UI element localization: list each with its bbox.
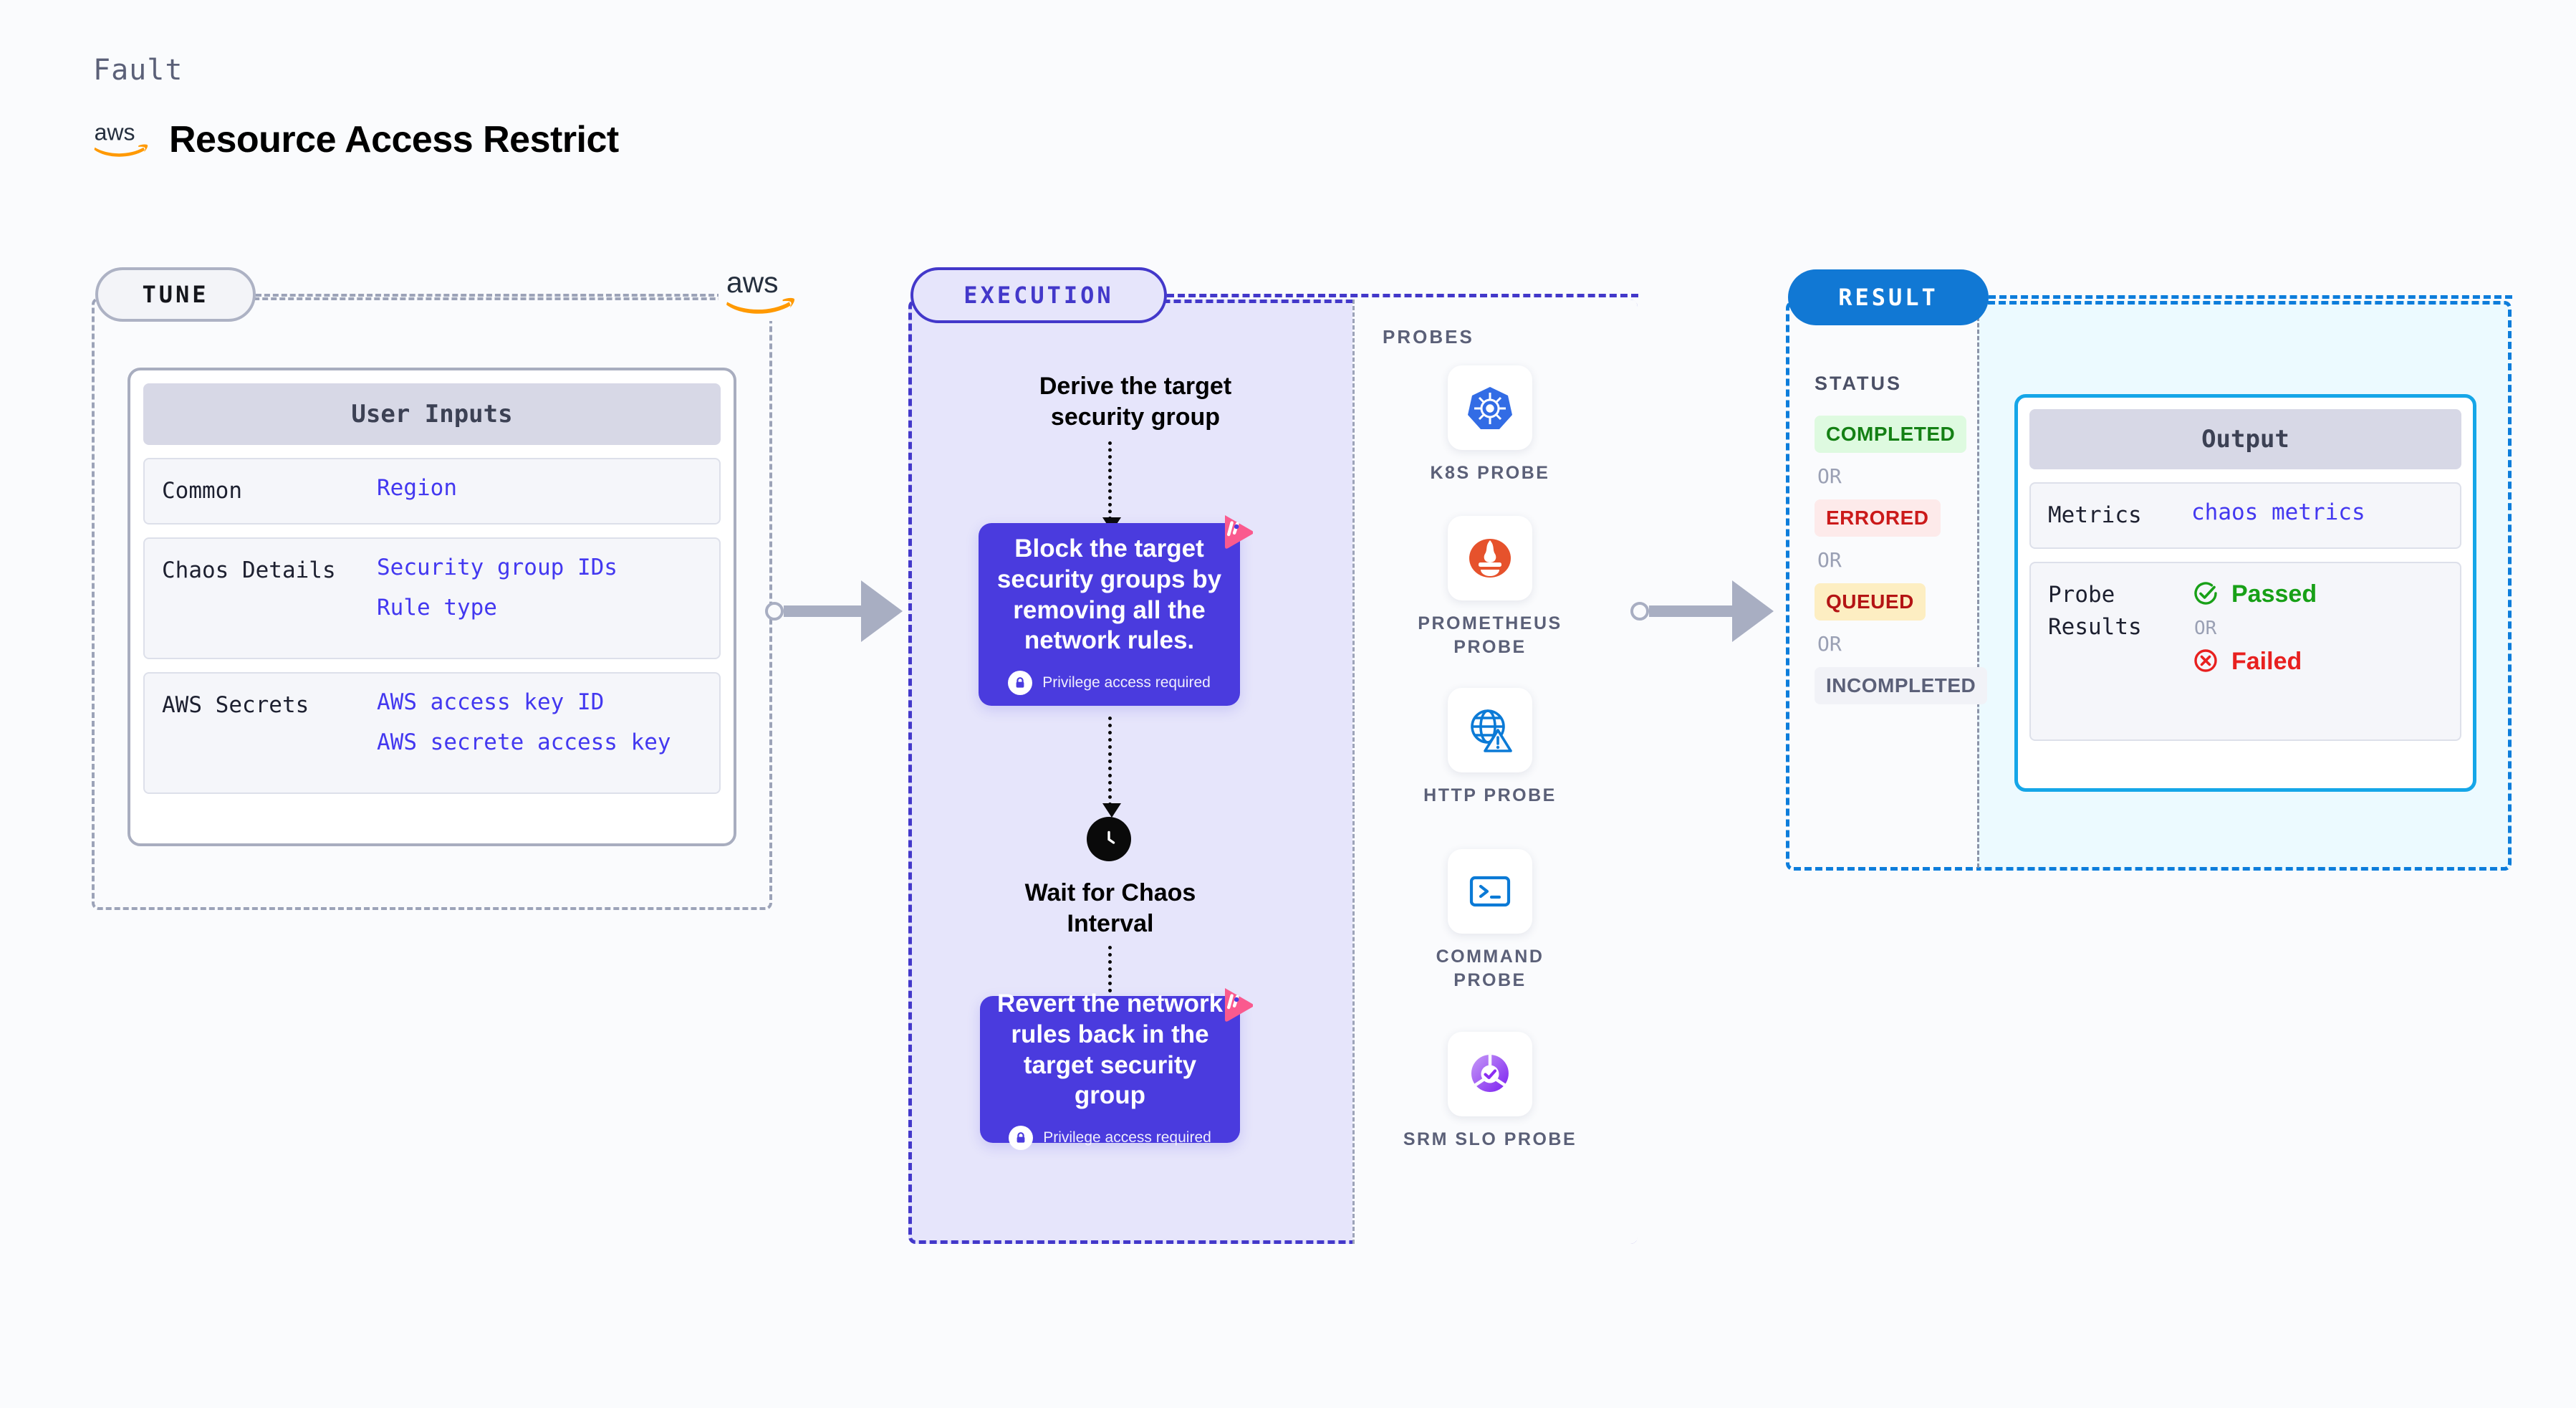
status-title: STATUS (1815, 373, 1902, 394)
prometheus-icon (1448, 516, 1532, 600)
page-title: Resource Access Restrict (169, 119, 619, 161)
execution-step-revert-box: Revert the network rules back in the tar… (980, 987, 1254, 1150)
connector-line (784, 605, 862, 617)
result-divider (1977, 304, 1979, 868)
connector-start-dot (765, 602, 784, 621)
status-badge-queued: QUEUED (1815, 583, 1926, 621)
execution-step-derive-label: Derive the target security group (1039, 373, 1232, 431)
litmus-logo-icon (1213, 509, 1254, 552)
connector-tune-to-execution (765, 580, 917, 642)
row-value: AWS secrete access key (377, 729, 671, 755)
result-pill-label: RESULT (1788, 269, 1989, 325)
clock-icon (1087, 817, 1131, 861)
litmus-logo-icon (1213, 982, 1254, 1025)
probe-result-label: Passed (2231, 580, 2317, 608)
probe-command[interactable]: COMMAND PROBE (1400, 849, 1580, 992)
connector-arrow-icon (861, 580, 903, 642)
row-label: Common (162, 478, 242, 504)
probe-result-or-label: OR (2194, 617, 2217, 639)
output-row-probe-results: Probe Results Passed OR (2029, 561, 2461, 741)
connector-execution-to-result (1630, 580, 1789, 642)
execution-box-text: Block the target security groups by remo… (996, 535, 1222, 655)
svg-text:aws: aws (726, 267, 779, 299)
status-badge-completed: COMPLETED (1815, 416, 1967, 453)
probe-label: PROMETHEUS PROBE (1418, 613, 1562, 657)
probe-http[interactable]: HTTP PROBE (1400, 688, 1580, 808)
svg-text:aws: aws (95, 120, 135, 145)
page-kicker: Fault (93, 54, 183, 87)
aws-logo-icon: aws (93, 119, 150, 161)
connector-arrow-icon (1732, 580, 1774, 642)
tune-pill-dashed-connector (256, 294, 723, 297)
status-or-label: OR (1817, 464, 1842, 488)
user-inputs-row-aws-secrets: AWS Secrets AWS access key ID AWS secret… (143, 671, 721, 794)
output-card: Output Metrics chaos metrics Probe Resul… (2014, 394, 2476, 792)
probe-result-failed: Failed (2191, 646, 2317, 678)
flow-arrow-2 (1102, 717, 1121, 818)
result-pill-dashed-connector (1989, 295, 2512, 299)
status-or-label: OR (1817, 548, 1842, 572)
privilege-note-text: Privilege access required (1043, 1129, 1211, 1146)
row-value: Security group IDs (377, 554, 617, 580)
user-inputs-title: User Inputs (143, 383, 721, 445)
tune-pill-label: TUNE (95, 267, 256, 322)
user-inputs-row-chaos-details: Chaos Details Security group IDs Rule ty… (143, 537, 721, 659)
tune-aws-logo-icon: aws (719, 259, 804, 321)
flow-arrow-1 (1102, 441, 1121, 532)
row-label: Metrics (2048, 502, 2142, 528)
privilege-note: Privilege access required (1008, 670, 1211, 695)
row-label: Probe Results (2048, 581, 2142, 640)
row-label: AWS Secrets (162, 691, 309, 718)
probe-label: COMMAND PROBE (1436, 947, 1544, 990)
probe-result-label: Failed (2231, 648, 2302, 676)
execution-box-text: Revert the network rules back in the tar… (996, 990, 1224, 1110)
output-row-metrics: Metrics chaos metrics (2029, 482, 2461, 549)
x-circle-icon (2191, 646, 2220, 678)
probe-k8s[interactable]: K8S PROBE (1400, 365, 1580, 485)
probe-label: SRM SLO PROBE (1403, 1129, 1577, 1149)
row-value: Rule type (377, 594, 497, 621)
execution-pill-label: EXECUTION (910, 267, 1167, 323)
user-inputs-card: User Inputs Common Region Chaos Details … (128, 368, 736, 846)
check-circle-icon (2191, 579, 2220, 610)
probe-label: HTTP PROBE (1423, 785, 1557, 805)
row-value: chaos metrics (2191, 499, 2365, 525)
row-label: Chaos Details (162, 557, 336, 583)
user-inputs-row-common: Common Region (143, 458, 721, 525)
probe-prometheus[interactable]: PROMETHEUS PROBE (1400, 516, 1580, 658)
connector-line (1649, 605, 1734, 617)
status-or-label: OR (1817, 632, 1842, 656)
privilege-note-text: Privilege access required (1042, 674, 1211, 691)
kubernetes-icon (1448, 365, 1532, 450)
status-list: COMPLETED OR ERRORED OR QUEUED OR INCOMP… (1815, 416, 1988, 704)
execution-step-wait-label: Wait for Chaos Interval (1024, 879, 1196, 937)
probes-title: PROBES (1383, 326, 1474, 348)
execution-step-block-box: Block the target security groups by remo… (979, 514, 1254, 706)
connector-start-dot (1630, 602, 1649, 621)
lock-icon (1009, 1125, 1034, 1150)
privilege-note: Privilege access required (1009, 1125, 1211, 1150)
page-header: aws Resource Access Restrict (93, 118, 619, 161)
probe-label: K8S PROBE (1430, 463, 1550, 483)
probe-srm-slo[interactable]: SRM SLO PROBE (1400, 1032, 1580, 1151)
http-globe-warning-icon (1448, 688, 1532, 772)
terminal-icon (1448, 849, 1532, 934)
lock-icon (1008, 670, 1033, 695)
probe-result-passed: Passed (2191, 579, 2317, 610)
output-title: Output (2029, 409, 2461, 469)
row-value: AWS access key ID (377, 689, 605, 715)
srm-slo-icon (1448, 1032, 1532, 1116)
execution-pill-dashed-connector (1167, 294, 1638, 297)
row-value: Region (377, 475, 457, 501)
status-badge-errored: ERRORED (1815, 499, 1941, 537)
status-badge-incompleted: INCOMPLETED (1815, 667, 1988, 704)
